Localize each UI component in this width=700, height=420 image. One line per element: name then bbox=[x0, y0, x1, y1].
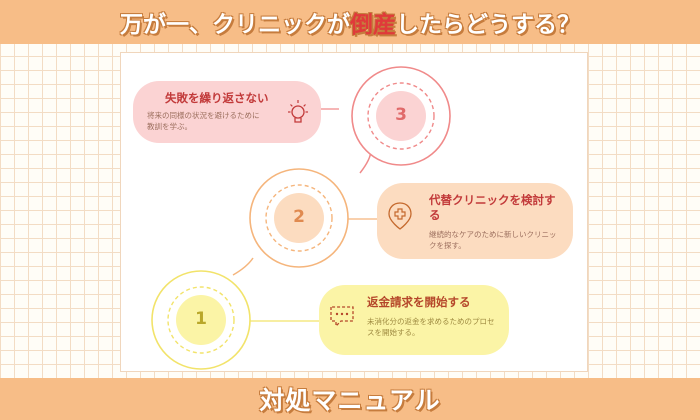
step-3-description: 将来の同様の状況を避けるために教訓を学ぶ。 bbox=[147, 111, 260, 131]
connector-1-2 bbox=[232, 257, 254, 276]
steps-diagram bbox=[151, 66, 451, 370]
step-1-inner-circle bbox=[176, 295, 226, 345]
step-2-pill: 代替クリニックを検討する 継続的なケアのために新しいクリニックを探す。 bbox=[377, 183, 573, 259]
step-3-title: 失敗を繰り返さない bbox=[165, 91, 269, 105]
step-2-title: 代替クリニックを検討する bbox=[429, 193, 556, 222]
title-part-1: 万が一、クリニックが bbox=[120, 12, 350, 38]
step-2-dashed-ring bbox=[265, 184, 333, 252]
step-1-dashed-ring bbox=[167, 286, 235, 354]
chat-bubble-icon bbox=[327, 301, 357, 335]
step-3-inner-circle bbox=[376, 91, 426, 141]
lightbulb-icon bbox=[285, 99, 311, 131]
footer-title: 対処マニュアル bbox=[259, 386, 441, 415]
step-2-number: 2 bbox=[293, 207, 305, 227]
title-part-2: したらどうする？ bbox=[396, 12, 580, 38]
step-1-title: 返金請求を開始する bbox=[367, 295, 471, 309]
title-highlight: 倒産 bbox=[350, 12, 396, 38]
step-2-inner-circle bbox=[274, 193, 324, 243]
step-1-description: 未消化分の返金を求めるためのプロセスを開始する。 bbox=[367, 317, 495, 337]
header-band: 万が一、クリニックが倒産したらどうする？ bbox=[0, 0, 700, 44]
medical-cross-icon bbox=[387, 201, 413, 235]
page-title: 万が一、クリニックが倒産したらどうする？ bbox=[120, 5, 580, 39]
step-1-pill: 返金請求を開始する 未消化分の返金を求めるためのプロセスを開始する。 bbox=[319, 285, 509, 355]
step-2-description: 継続的なケアのために新しいクリニックを探す。 bbox=[429, 230, 557, 250]
step-3-dashed-ring bbox=[367, 82, 435, 150]
diagram-card: 3 2 1 失敗を繰り返さない 将来の同様の状況を避けるために教訓を学ぶ。 代替… bbox=[120, 52, 588, 372]
step-1-number: 1 bbox=[195, 309, 207, 329]
footer-band: 対処マニュアル bbox=[0, 378, 700, 420]
step-3-number: 3 bbox=[395, 105, 407, 125]
